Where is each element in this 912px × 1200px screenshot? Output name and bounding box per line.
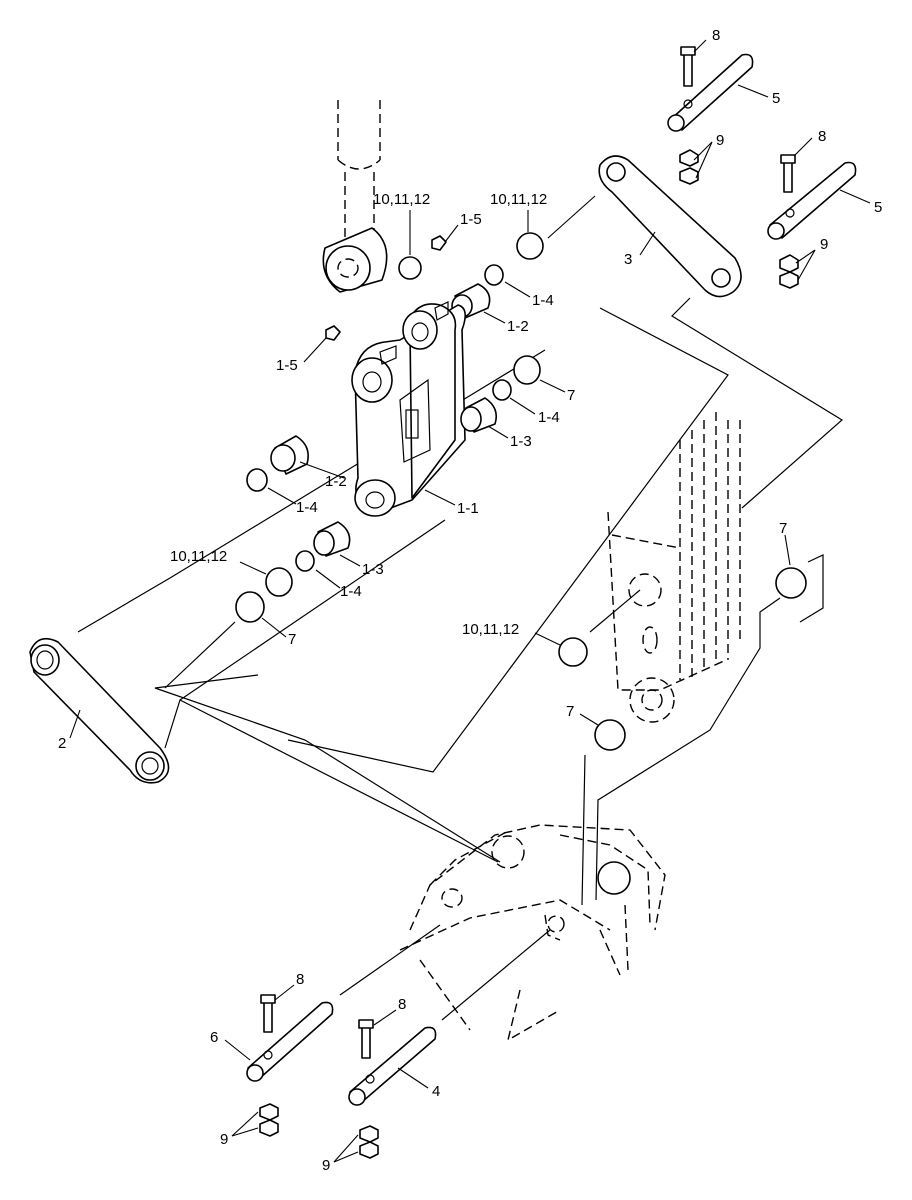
boom-cylinder-outline [322, 100, 388, 293]
callout-label: 10,11,12 [490, 191, 547, 208]
callout-label: 1-4 [532, 292, 554, 309]
callout-label: 7 [566, 703, 574, 720]
arm-outline [558, 412, 807, 751]
callout-label: 10,11,12 [170, 548, 227, 565]
pin-6 [246, 994, 334, 1137]
callout-label: 5 [874, 199, 882, 216]
callout-label: 9 [820, 236, 828, 253]
callout-label: 4 [432, 1083, 440, 1100]
bucket-outline [399, 824, 666, 1042]
callout-label: 3 [624, 251, 632, 268]
callout-label: 5 [772, 90, 780, 107]
callout-label: 1-3 [362, 561, 384, 578]
callout-label: 1-4 [340, 583, 362, 600]
callout-label: 8 [818, 128, 826, 145]
callout-label: 9 [322, 1157, 330, 1174]
callout-labels: 8 5 9 8 5 9 10,11,12 1-5 10,11,12 3 1-4 … [58, 27, 882, 1174]
callout-label: 1-1 [457, 500, 479, 517]
callout-label: 9 [716, 132, 724, 149]
pin-5-right [767, 154, 857, 289]
bushings-and-shims-mid [235, 355, 541, 623]
callout-label: 7 [567, 387, 575, 404]
pin-5-upper [667, 46, 754, 185]
link-3 [598, 155, 742, 298]
callout-label: 1-2 [507, 318, 529, 335]
callout-label: 9 [220, 1131, 228, 1148]
link-1-1 [351, 301, 466, 517]
callout-label: 1-4 [538, 409, 560, 426]
callout-label: 7 [288, 631, 296, 648]
callout-label: 10,11,12 [373, 191, 430, 208]
callout-label: 2 [58, 735, 66, 752]
callout-label: 1-4 [296, 499, 318, 516]
callout-label: 8 [712, 27, 720, 44]
pin-4 [348, 1019, 437, 1159]
callout-label: 10,11,12 [462, 621, 519, 638]
callout-label: 6 [210, 1029, 218, 1046]
link-2 [29, 637, 170, 784]
callout-label: 1-3 [510, 433, 532, 450]
callout-label: 1-5 [276, 357, 298, 374]
callout-label: 7 [779, 520, 787, 537]
callout-label: 8 [296, 971, 304, 988]
callout-leaders [69, 39, 871, 1163]
callout-label: 1-5 [460, 211, 482, 228]
callout-label: 1-2 [325, 473, 347, 490]
callout-label: 8 [398, 996, 406, 1013]
